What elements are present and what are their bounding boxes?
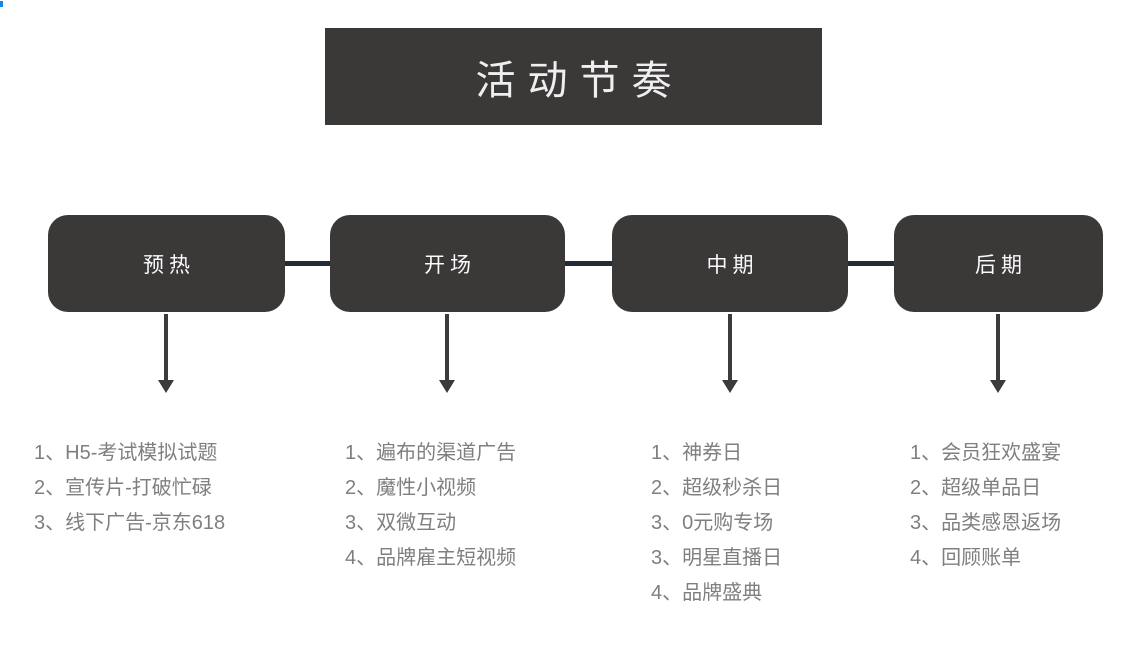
arrow-head-icon [439,380,455,393]
stage-item-list-midterm: 1、神券日 2、超级秒杀日 3、0元购专场 3、明星直播日 4、品牌盛典 [651,436,782,611]
connector-line-1 [285,261,330,266]
list-item: 4、回顾账单 [910,547,1022,569]
stage-box-late: 后期 [894,215,1103,312]
arrow-shaft [445,314,449,380]
down-arrow-opening [439,314,455,393]
list-item: 3、品类感恩返场 [910,512,1062,534]
list-item: 4、品牌盛典 [651,582,763,604]
arrow-head-icon [990,380,1006,393]
arrow-head-icon [158,380,174,393]
list-item: 1、遍布的渠道广告 [345,442,517,464]
down-arrow-warmup [158,314,174,393]
title-banner: 活动节奏 [325,28,822,125]
title-text: 活动节奏 [475,58,684,103]
list-item: 2、魔性小视频 [345,477,477,499]
list-item: 2、宣传片-打破忙碌 [34,477,212,499]
list-item: 2、超级单品日 [910,477,1042,499]
list-item: 3、双微互动 [345,512,457,534]
stage-label-late: 后期 [975,253,1027,277]
list-item: 1、会员狂欢盛宴 [910,442,1062,464]
down-arrow-midterm [722,314,738,393]
stage-label-warmup: 预热 [143,253,195,277]
connector-line-2 [565,261,612,266]
connector-line-3 [848,261,894,266]
stage-item-list-opening: 1、遍布的渠道广告 2、魔性小视频 3、双微互动 4、品牌雇主短视频 [345,436,516,576]
down-arrow-late [990,314,1006,393]
arrow-shaft [996,314,1000,380]
list-item: 1、神券日 [651,442,743,464]
list-item: 2、超级秒杀日 [651,477,783,499]
list-item: 3、0元购专场 [651,512,774,534]
list-item: 3、线下广告-京东618 [34,512,226,534]
list-item: 1、H5-考试模拟试题 [34,442,218,464]
corner-marker [0,1,3,7]
list-item: 3、明星直播日 [651,547,783,569]
stage-box-midterm: 中期 [612,215,848,312]
arrow-head-icon [722,380,738,393]
list-item: 4、品牌雇主短视频 [345,547,517,569]
arrow-shaft [164,314,168,380]
stage-box-opening: 开场 [330,215,565,312]
arrow-shaft [728,314,732,380]
stage-label-midterm: 中期 [706,253,759,277]
stage-item-list-warmup: 1、H5-考试模拟试题 2、宣传片-打破忙碌 3、线下广告-京东618 [34,436,225,541]
stage-item-list-late: 1、会员狂欢盛宴 2、超级单品日 3、品类感恩返场 4、回顾账单 [910,436,1061,576]
stage-box-warmup: 预热 [48,215,285,312]
stage-label-opening: 开场 [424,253,476,277]
